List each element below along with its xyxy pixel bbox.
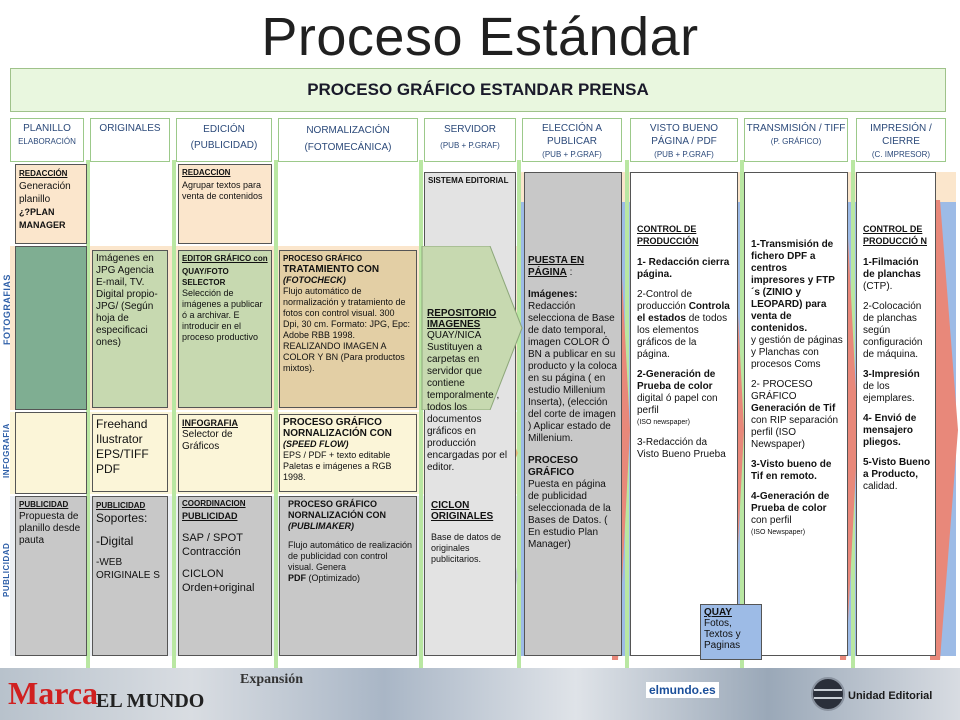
repositorio-box: REPOSITORIO IMAGENES QUAY/NICA Sustituye… [427, 308, 508, 473]
row-label-publicidad: PUBLICIDAD [2, 542, 11, 598]
col-header-transmision: TRANSMISIÓN / TIFF(P. GRÁFICO) [744, 118, 848, 162]
paper-logo-elmundo: EL MUNDO [96, 690, 205, 712]
col-header-eleccion: ELECCIÓN A PUBLICAR(PUB + P.GRAF) [522, 118, 622, 162]
divider [274, 160, 278, 670]
unidad-editorial-logo: Unidad Editorial [848, 690, 933, 702]
divider [419, 160, 423, 670]
editor-grafico-box: EDITOR GRÁFICO con QUAY/FOTO SELECTOR Se… [178, 250, 272, 408]
redaccion-planillo-box: REDACCIÓN Generación planillo ¿?PLAN MAN… [15, 164, 87, 244]
coordinacion-box: COORDINACION PUBLICIDAD SAP / SPOT Contr… [178, 496, 272, 656]
paper-logo-elmundo-es: elmundo.es [646, 682, 719, 698]
planillo-info-column [15, 412, 87, 494]
process-banner: PROCESO GRÁFICO ESTANDAR PRENSA [10, 68, 946, 112]
page-title: Proceso Estándar [261, 7, 699, 67]
repositorio-arrow [421, 246, 523, 410]
proceso-tratamiento-box: PROCESO GRÁFICO TRATAMIENTO CON (FOTOCHE… [279, 250, 417, 408]
planillo-foto-column [15, 246, 87, 410]
proceso-speed-box: PROCESO GRÁFICO NORNALIZACIÓN CON (SPEED… [279, 414, 417, 492]
imagenes-box: Imágenes en JPG Agencia E-mail, TV. Digi… [92, 250, 168, 408]
publicidad-planillo-box: PUBLICIDAD Propuesta de planillo desde p… [15, 496, 87, 656]
proceso-publimaker-box: PROCESO GRÁFICO NORNALIZACIÓN CON (PUBLI… [279, 496, 417, 656]
puesta-pagina-box: PUESTA EN PÁGINA : Imágenes: Redacción s… [524, 172, 622, 656]
unidad-editorial-logo-icon [811, 677, 845, 711]
row-label-fotografias: FOTOGRAFIAS [2, 274, 12, 346]
redaccion-edicion-box: REDACCION Agrupar textos para venta de c… [178, 164, 272, 244]
transmision-box: 1-Transmisión de fichero DPF a centros i… [744, 172, 848, 656]
divider [517, 160, 521, 670]
col-header-edicion: EDICIÓN(PUBLICIDAD) [176, 118, 272, 162]
ciclon-box: CICLON ORIGINALES Base de datos de origi… [431, 500, 502, 564]
infografia-box: INFOGRAFIA Selector de Gráficos [178, 414, 272, 492]
freehand-box: Freehand Ilustrator EPS/TIFF PDF [92, 414, 168, 492]
newspaper-strip [0, 668, 960, 720]
col-header-impresion: IMPRESIÓN / CIERRE(C. IMPRESOR) [856, 118, 946, 162]
divider [172, 160, 176, 670]
col-header-originales: ORIGINALES [90, 118, 170, 162]
publicidad-soportes-box: PUBLICIDAD Soportes: -Digital -WEB ORIGI… [92, 496, 168, 656]
quay-box: QUAY Fotos, Textos y Paginas [700, 604, 762, 660]
col-header-servidor: SERVIDOR(PUB + P.GRAF) [424, 118, 516, 162]
control-produccion-box: CONTROL DE PRODUCCIÓN 1- Redacción cierr… [630, 172, 738, 656]
col-header-visto-bueno: VISTO BUENO PÁGINA / PDF(PUB + P.GRAF) [630, 118, 738, 162]
arrow-shape [930, 200, 958, 660]
paper-logo-marca: Marca [8, 675, 99, 711]
paper-logo-expansion: Expansión [240, 672, 304, 687]
impresion-box: CONTROL DE PRODUCCIÓ N 1-Filmación de pl… [856, 172, 936, 656]
divider [86, 160, 90, 670]
row-label-infografia: INFOGRAFIA [2, 423, 11, 479]
col-header-normalizacion: NORMALIZACIÓN(FOTOMECÁNICA) [278, 118, 418, 162]
